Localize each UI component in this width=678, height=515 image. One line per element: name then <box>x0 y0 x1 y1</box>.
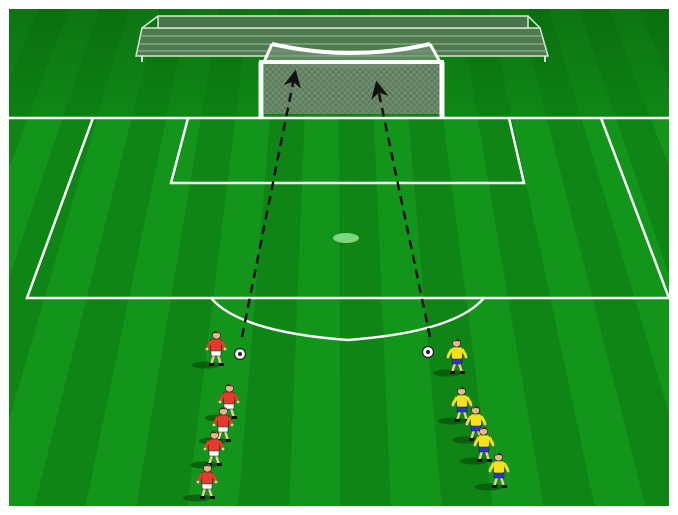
penalty-spot <box>333 233 359 243</box>
ball-left <box>235 349 246 360</box>
goal <box>259 44 444 118</box>
ball-right <box>423 347 434 358</box>
